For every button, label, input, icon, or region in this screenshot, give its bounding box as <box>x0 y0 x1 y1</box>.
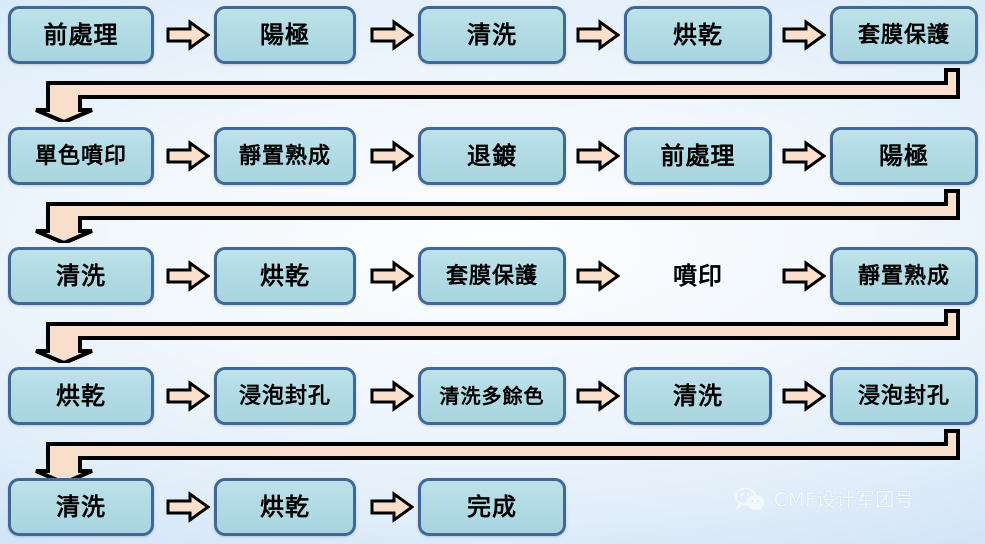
flow-arrow-right-icon <box>370 260 414 292</box>
flow-arrow-right-icon <box>782 140 826 172</box>
flow-arrow-right-icon <box>370 491 414 523</box>
process-node-label: 靜置熟成 <box>238 143 331 169</box>
process-node[interactable]: 陽極 <box>214 6 356 64</box>
process-node[interactable]: 靜置熟成 <box>830 247 978 305</box>
process-node[interactable]: 完成 <box>418 478 566 536</box>
process-node[interactable]: 烘乾 <box>214 247 356 305</box>
process-node[interactable]: 單色噴印 <box>8 127 154 185</box>
process-node[interactable]: 套膜保護 <box>418 247 566 305</box>
flow-arrow-right-icon <box>782 380 826 412</box>
process-node-label: 浸泡封孔 <box>857 383 950 409</box>
process-node[interactable]: 浸泡封孔 <box>830 367 978 425</box>
process-node-label: 清洗 <box>673 381 723 410</box>
watermark-text: CMF设计军团号 <box>774 489 915 511</box>
process-node-label: 清洗 <box>56 261 106 290</box>
flow-arrow-right-icon <box>166 491 210 523</box>
process-node-label: 套膜保護 <box>445 263 538 289</box>
flow-arrow-right-icon <box>576 140 620 172</box>
flow-arrow-right-icon <box>576 260 620 292</box>
process-node[interactable]: 退鍍 <box>418 127 566 185</box>
process-node[interactable]: 浸泡封孔 <box>214 367 356 425</box>
process-node[interactable]: 清洗 <box>418 6 566 64</box>
process-node-label: 陽極 <box>260 20 310 49</box>
process-node[interactable]: 前處理 <box>624 127 772 185</box>
process-node[interactable]: 烘乾 <box>624 6 772 64</box>
process-node-label: 靜置熟成 <box>857 263 950 289</box>
process-node-label: 陽極 <box>879 141 929 170</box>
row-return-connector <box>18 187 967 243</box>
process-node-label: 烘乾 <box>673 20 723 49</box>
process-node[interactable]: 前處理 <box>8 6 154 64</box>
process-node[interactable]: 陽極 <box>830 127 978 185</box>
process-node-label: 套膜保護 <box>857 22 950 48</box>
process-node-label: 清洗 <box>56 492 106 521</box>
flow-arrow-right-icon <box>370 140 414 172</box>
process-node-label: 浸泡封孔 <box>238 383 331 409</box>
flow-arrow-right-icon <box>782 260 826 292</box>
flow-arrow-right-icon <box>166 19 210 51</box>
process-node[interactable]: 噴印 <box>624 247 772 305</box>
process-node[interactable]: 清洗 <box>8 247 154 305</box>
process-node[interactable]: 清洗多餘色 <box>418 367 566 425</box>
process-node-label: 清洗多餘色 <box>439 384 545 408</box>
process-node-label: 完成 <box>467 492 517 521</box>
flow-arrow-right-icon <box>370 19 414 51</box>
process-node-label: 前處理 <box>43 20 119 49</box>
process-node-label: 前處理 <box>660 141 736 170</box>
flow-arrow-right-icon <box>166 140 210 172</box>
process-node[interactable]: 套膜保護 <box>830 6 978 64</box>
process-node-label: 單色噴印 <box>34 143 127 169</box>
watermark: CMF设计军团号 <box>735 485 914 512</box>
process-node[interactable]: 靜置熟成 <box>214 127 356 185</box>
flow-arrow-right-icon <box>782 19 826 51</box>
flow-arrow-right-icon <box>166 380 210 412</box>
process-node-label: 清洗 <box>467 20 517 49</box>
flow-arrow-right-icon <box>166 260 210 292</box>
process-node[interactable]: 烘乾 <box>214 478 356 536</box>
process-node-label: 退鍍 <box>467 141 517 170</box>
process-node-label: 烘乾 <box>56 381 106 410</box>
row-return-connector <box>18 66 967 122</box>
wechat-icon <box>735 486 765 512</box>
process-node[interactable]: 清洗 <box>8 478 154 536</box>
flow-arrow-right-icon <box>576 380 620 412</box>
process-node[interactable]: 烘乾 <box>8 367 154 425</box>
flow-arrow-right-icon <box>370 380 414 412</box>
process-node-label: 烘乾 <box>260 261 310 290</box>
process-node-label: 烘乾 <box>260 492 310 521</box>
row-return-connector <box>18 307 967 363</box>
process-node-label: 噴印 <box>673 261 723 290</box>
flow-arrow-right-icon <box>576 19 620 51</box>
process-node[interactable]: 清洗 <box>624 367 772 425</box>
row-return-connector <box>18 427 967 483</box>
